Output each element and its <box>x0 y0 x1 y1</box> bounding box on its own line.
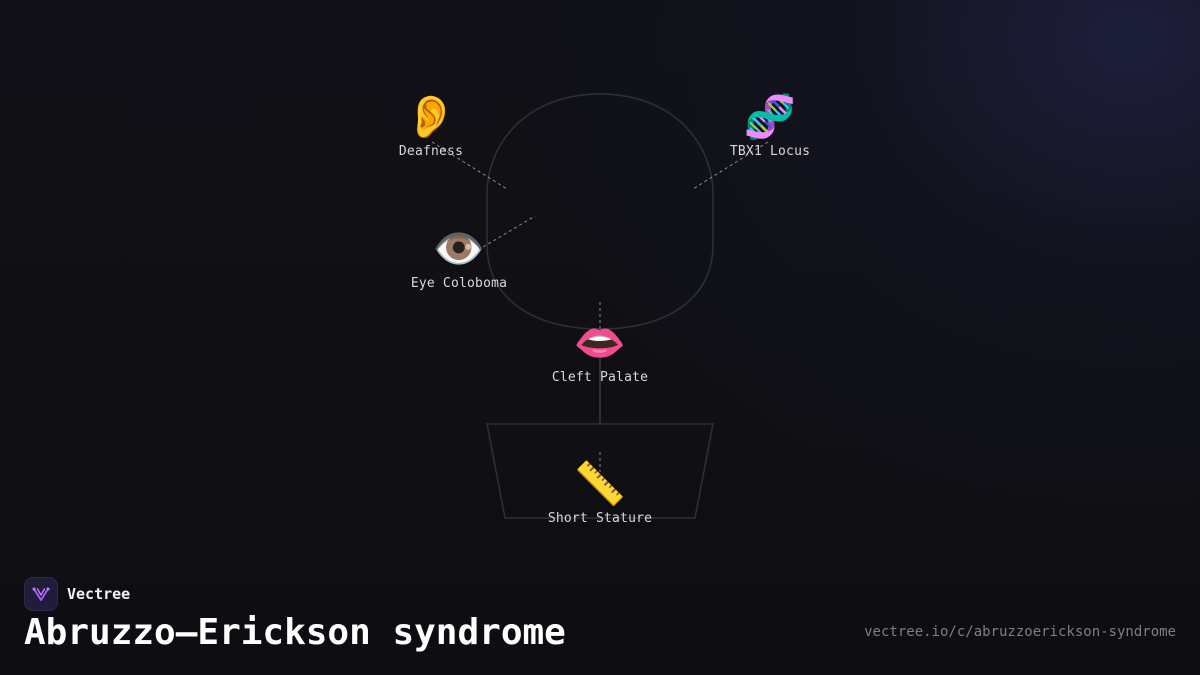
brand-name: Vectree <box>67 585 131 603</box>
page-title: Abruzzo–Erickson syndrome <box>24 612 566 653</box>
feature-cleft-palate: 👄 Cleft Palate <box>500 318 700 386</box>
connector-deafness <box>431 141 508 190</box>
connector-eye <box>477 215 536 251</box>
feature-label: Eye Coloboma <box>410 276 508 291</box>
brand[interactable]: Vectree <box>24 577 130 611</box>
feature-label: Short Stature <box>547 511 653 526</box>
dna-icon: 🧬 <box>743 92 797 141</box>
mouth-icon: 👄 <box>573 318 627 367</box>
eye-icon: 👁️ <box>432 224 486 273</box>
torso-outline <box>486 423 714 519</box>
feature-label: Deafness <box>398 144 464 159</box>
feature-label: TBX1 Locus <box>729 144 811 159</box>
feature-tbx1-locus: 🧬 TBX1 Locus <box>670 92 870 160</box>
ear-icon: 👂 <box>404 92 458 141</box>
ruler-icon: 📏 <box>573 459 627 508</box>
feature-eye-coloboma: 👁️ Eye Coloboma <box>359 224 559 292</box>
connector-tbx1 <box>692 141 769 190</box>
feature-deafness: 👂 Deafness <box>331 92 531 160</box>
page-url[interactable]: vectree.io/c/abruzzoerickson-syndrome <box>864 624 1176 640</box>
vectree-logo-icon <box>24 577 58 611</box>
feature-label: Cleft Palate <box>551 370 649 385</box>
feature-short-stature: 📏 Short Stature <box>500 459 700 527</box>
